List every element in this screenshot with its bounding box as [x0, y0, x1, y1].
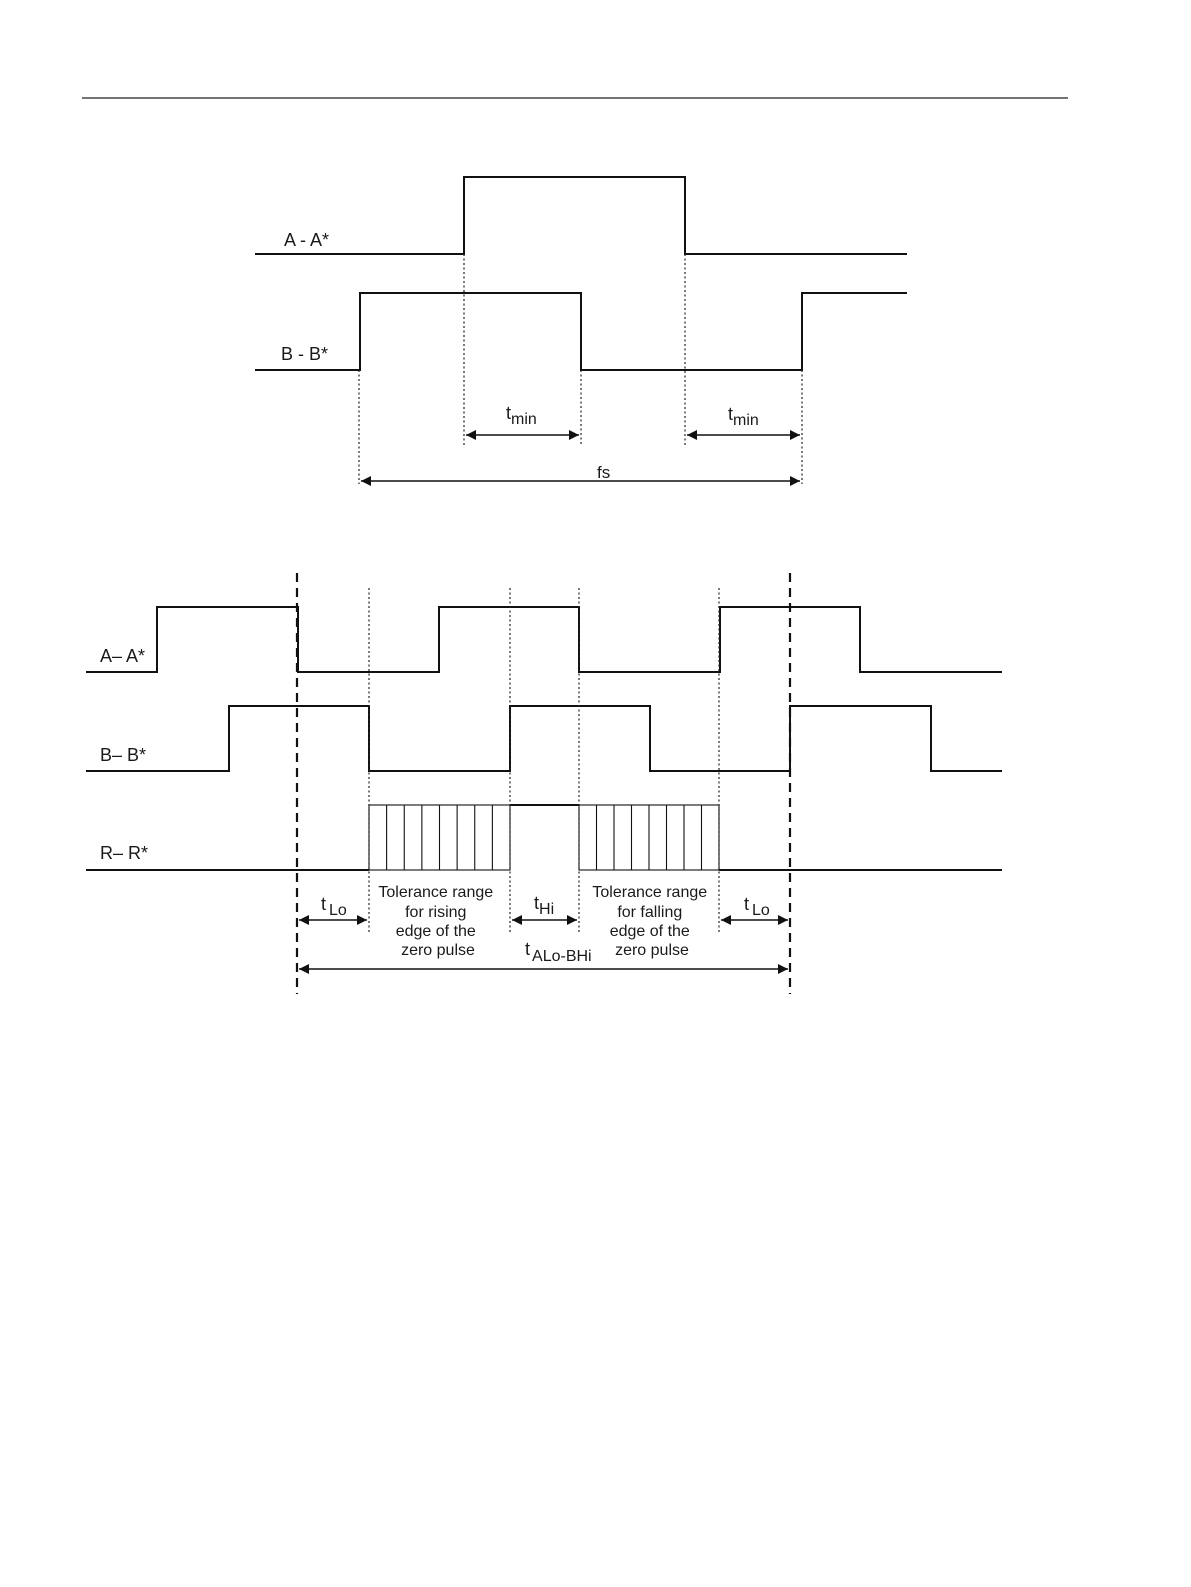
label-tmin-2: tmin	[728, 404, 759, 429]
signal-label-r: R– R*	[100, 843, 148, 863]
label-tmin-1: tmin	[506, 403, 537, 428]
signal-label-b2: B– B*	[100, 745, 146, 765]
tolerance-hatch-rising	[387, 805, 493, 870]
signal-label-b: B - B*	[281, 344, 328, 364]
note-tolerance-falling: Tolerance range for falling edge of the …	[592, 884, 711, 959]
waveform-a2	[86, 607, 1002, 672]
label-fs: fs	[597, 463, 610, 482]
waveform-a	[255, 177, 907, 254]
note-tolerance-rising: Tolerance range for rising edge of the z…	[378, 884, 497, 959]
signal-label-a2: A– A*	[100, 646, 145, 666]
diagram-minimum-edge-separation: A - A* B - B* tmin tmin fs	[255, 177, 907, 484]
waveform-b2	[86, 706, 1002, 771]
label-thi: tHi	[534, 893, 554, 918]
signal-label-a: A - A*	[284, 230, 329, 250]
waveform-b	[255, 293, 907, 370]
tolerance-hatch-falling	[597, 805, 702, 870]
